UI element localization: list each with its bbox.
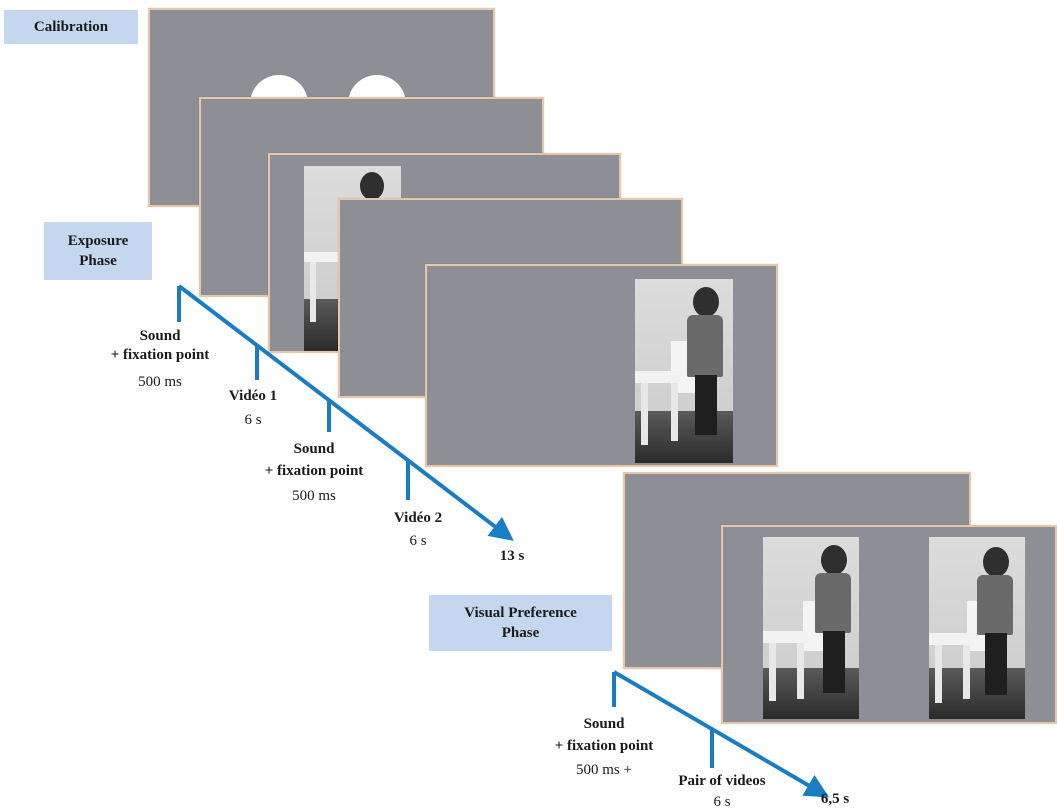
exposure-step2-duration: 6 s [244, 412, 262, 428]
calibration-phase-label: Calibration [4, 10, 138, 44]
exposure-step1-title-a: Sound [139, 328, 181, 344]
exposure-phase-text-line1: Exposure [67, 233, 129, 249]
exposure-step3-duration: 500 ms [292, 488, 336, 504]
preference-timeline-arrow [612, 670, 830, 798]
exposure-screen-video-2 [425, 264, 778, 467]
preference-phase-text-line1: Visual Preference [464, 605, 577, 621]
preference-phase-text-line2: Phase [501, 625, 540, 641]
exposure-step4-title: Vidéo 2 [393, 510, 443, 526]
video-2-still [635, 279, 733, 463]
preference-step2-title: Pair of videos [678, 773, 766, 789]
exposure-total-duration: 13 s [499, 548, 525, 564]
preference-step2-duration: 6 s [713, 794, 731, 810]
pair-video-left-still [763, 537, 859, 719]
preference-total-duration: 6,5 s [820, 791, 850, 807]
exposure-step3-title-a: Sound [293, 441, 335, 457]
preference-step1-title-a: Sound [583, 716, 625, 732]
exposure-phase-text-line2: Phase [79, 253, 117, 269]
preference-step1-title-b: + fixation point [554, 738, 654, 754]
preference-phase-label: Visual Preference Phase [429, 595, 612, 651]
pair-video-right-still [929, 537, 1025, 719]
exposure-step3-title-b: + fixation point [264, 463, 364, 479]
exposure-step1-title-b: + fixation point [110, 347, 210, 363]
calibration-phase-text: Calibration [33, 19, 109, 35]
exposure-phase-label: Exposure Phase [44, 222, 152, 280]
preference-screen-pair [721, 525, 1057, 724]
preference-step1-duration: 500 ms + [576, 762, 632, 778]
exposure-timeline-arrow [177, 284, 514, 541]
exposure-step2-title: Vidéo 1 [228, 388, 278, 404]
exposure-step4-duration: 6 s [409, 533, 427, 549]
exposure-step1-duration: 500 ms [138, 374, 182, 390]
